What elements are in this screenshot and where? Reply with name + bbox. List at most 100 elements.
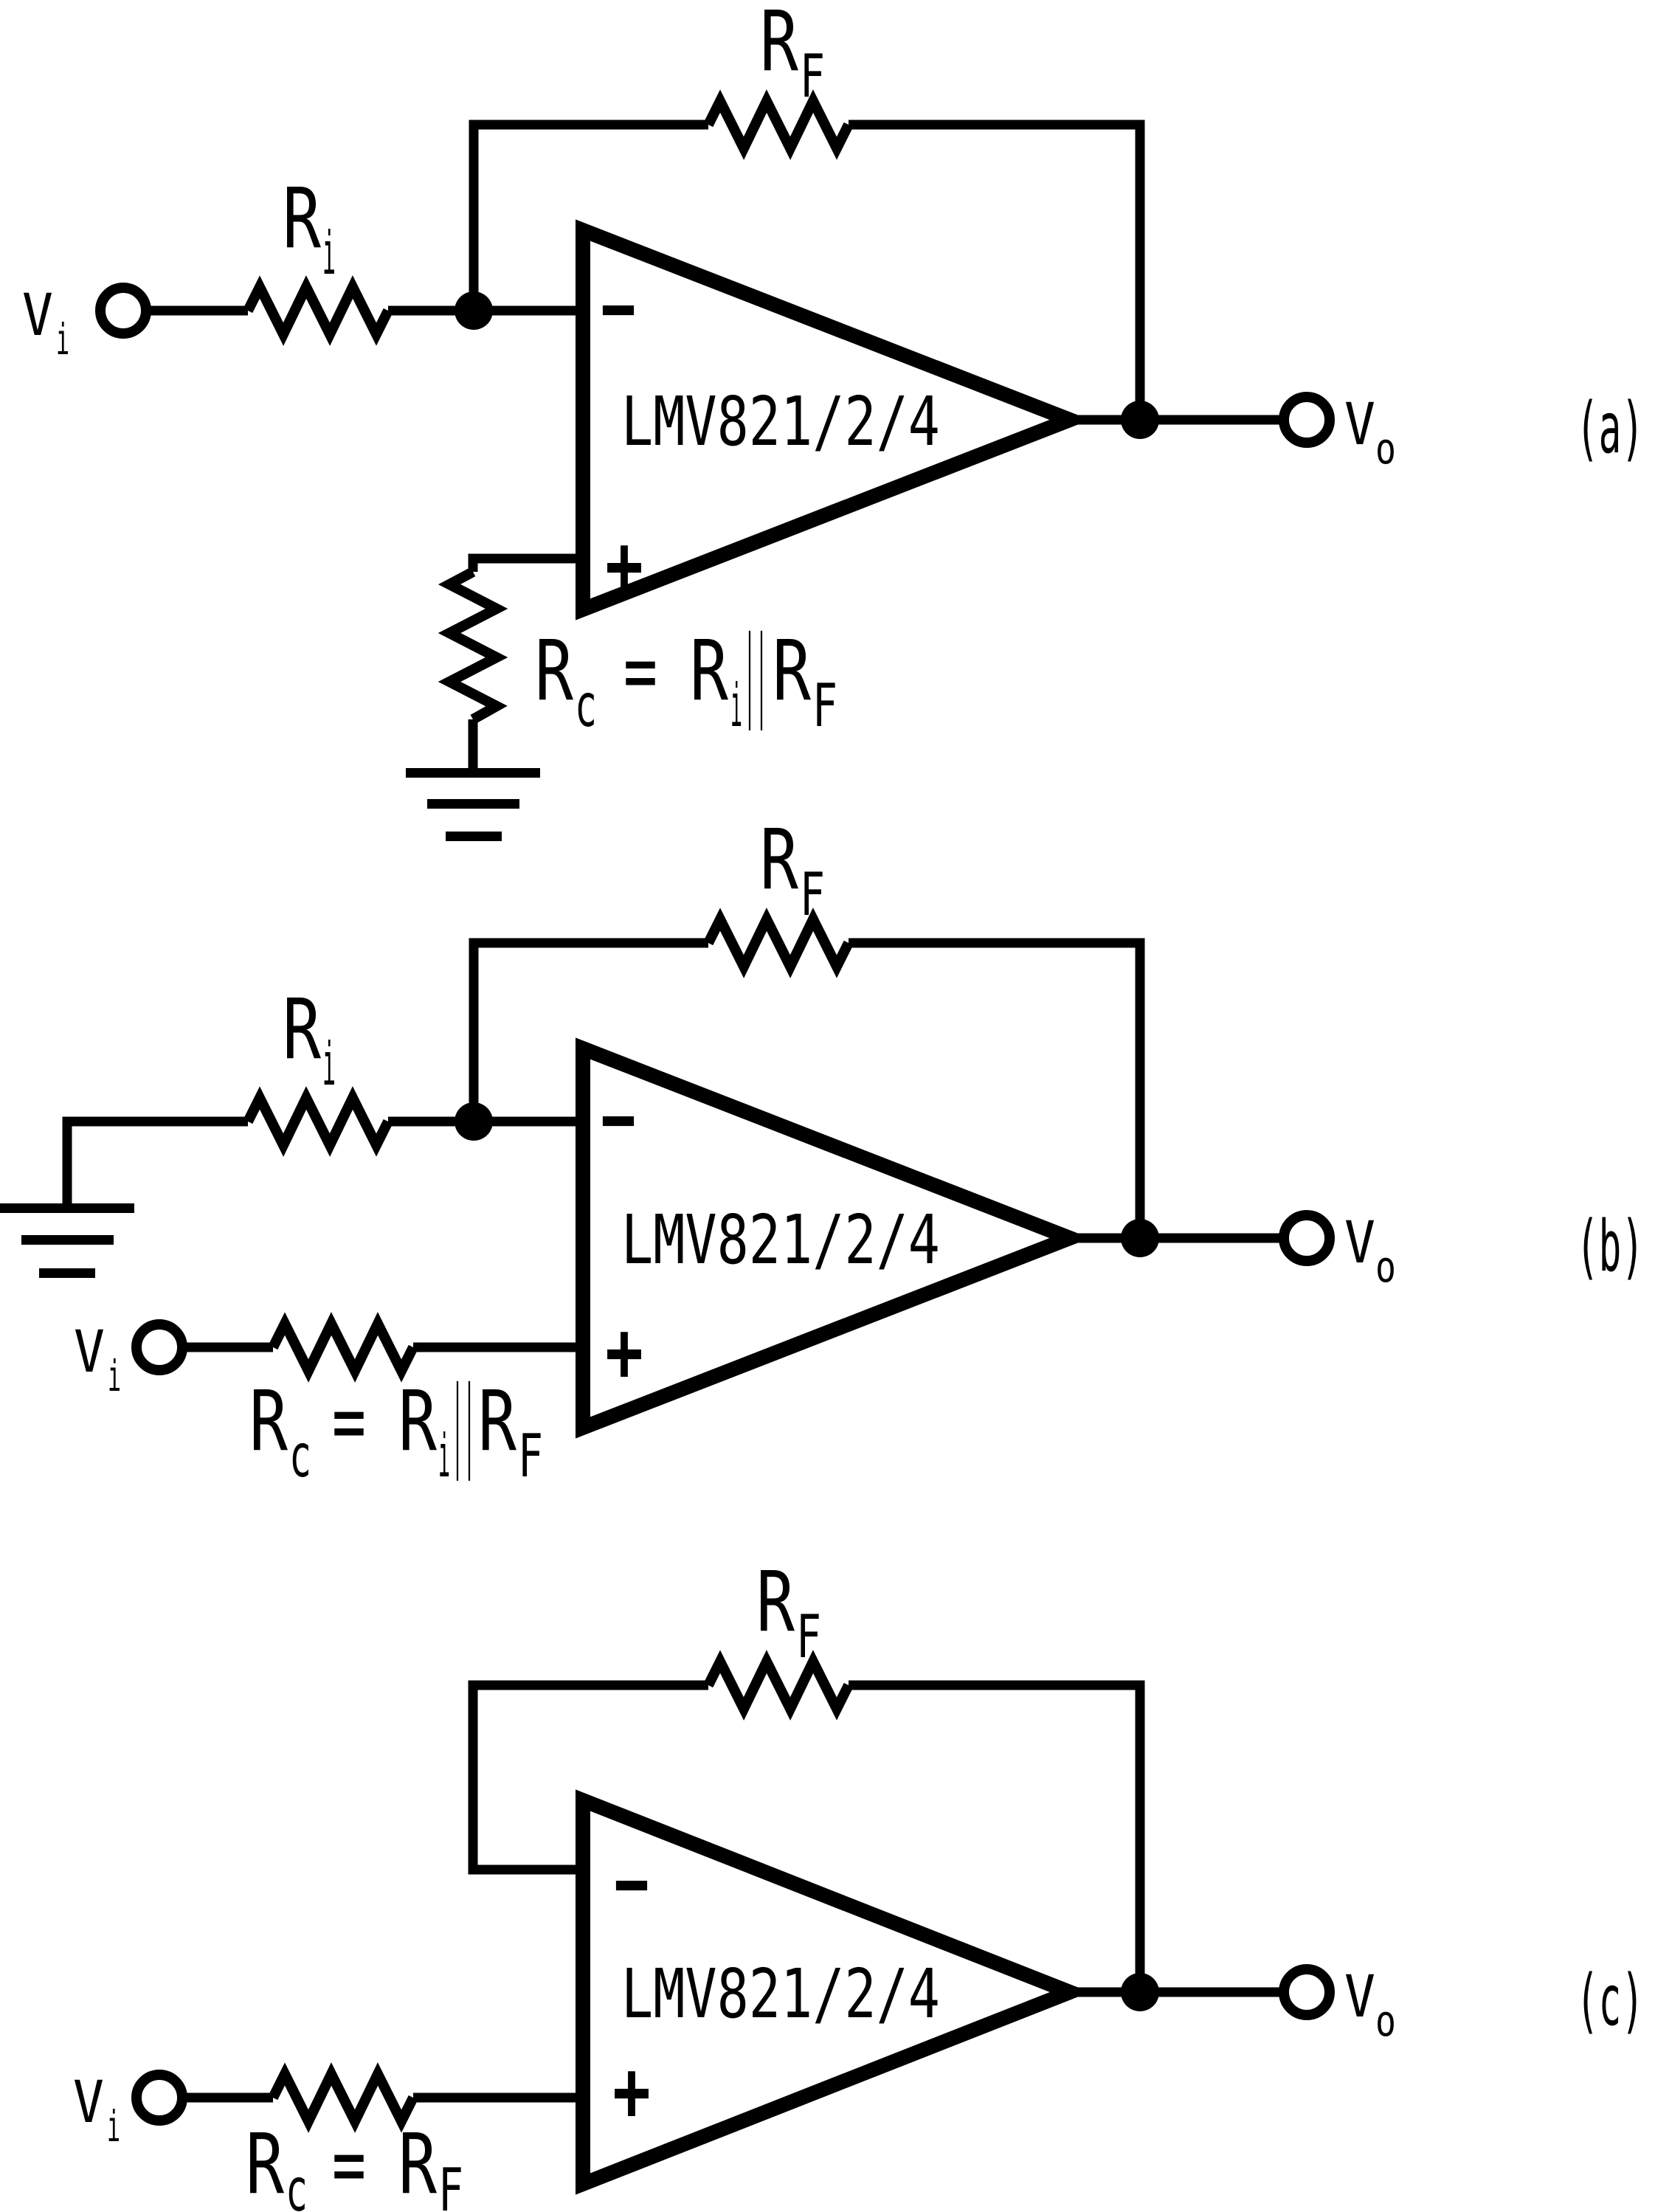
svg-text:R: R [246,2117,284,2212]
vin-label: V i [73,2070,120,2151]
svg-text:i: i [322,1030,336,1099]
ground-bar-2 [427,799,519,809]
output-node-dot [1121,1219,1159,1257]
svg-text:i: i [322,219,336,288]
rc-equation: R c = R i || R F [535,615,837,740]
circuit-c: − + LMV821/2/4 R F V i V o R c = R F (c) [73,1555,1644,2212]
parallel-operator: || [452,1365,475,1481]
wire-feedback-left [469,120,708,311]
parallel-operator: || [744,615,767,730]
ri-label: R i [283,982,336,1099]
vout-label: V o [1344,1210,1396,1292]
ground-bar-3 [446,832,502,841]
svg-text:R: R [535,623,573,719]
output-node-dot [1121,1973,1159,2011]
svg-text:R: R [398,1374,437,1470]
ground-bar-1 [406,768,540,778]
panel-tag-a: (a) [1576,388,1644,469]
svg-text:F: F [800,860,825,929]
svg-text:c: c [289,1422,311,1490]
wire-feedback-left [469,938,708,1121]
inverting-input-sign: − [601,260,635,355]
svg-text:R: R [773,623,811,719]
opamp-triangle [576,1037,1091,1439]
wire-plus-input [468,553,590,572]
svg-text:o: o [1375,1996,1396,2046]
circuit-a: − + LMV821/2/4 V i R i R F V o R c = R i [22,0,1644,841]
resistor-rc [268,2062,418,2133]
vout-label: V o [1344,392,1396,474]
svg-text:R: R [760,812,798,908]
svg-text:c: c [575,671,597,740]
svg-text:R: R [756,1555,795,1651]
svg-text:c: c [286,2156,308,2212]
svg-text:V: V [1344,1210,1375,1276]
panel-tag-c: (c) [1576,1960,1644,2042]
rc-equation: R c = R i || R F [249,1365,543,1490]
vout-label: V o [1344,1964,1396,2046]
noninverting-input-sign: + [613,2044,650,2138]
svg-text:F: F [796,1603,821,1671]
svg-text:R: R [690,623,728,719]
svg-text:o: o [1375,424,1396,474]
opamp-part-label: LMV821/2/4 [621,382,940,461]
svg-text:R: R [760,0,798,90]
resistor-rc [438,567,508,725]
rf-label: R F [756,1555,821,1671]
ground-symbol [406,768,540,841]
svg-text:F: F [518,1422,543,1490]
opamp-part-label: LMV821/2/4 [621,1954,940,2033]
svg-text:R: R [283,982,321,1078]
ri-label: R i [283,171,336,288]
inverting-input-sign: − [615,1836,649,1930]
resistor-rc [268,1312,418,1383]
wire-feedback-left [468,1680,708,1875]
svg-text:i: i [56,314,69,364]
svg-text:o: o [1375,1242,1396,1292]
resistor-ri [243,275,393,346]
wire-feedback-right [849,938,1145,1238]
noninverting-input-sign: + [606,518,643,612]
rf-label: R F [760,812,825,929]
svg-text:V: V [1344,392,1375,458]
circuit-b: − + LMV821/2/4 R i R F V i V o R c = R i [0,812,1644,1490]
opamp-part-label: LMV821/2/4 [621,1200,940,1279]
svg-text:F: F [812,671,837,740]
svg-text:V: V [74,1319,105,1386]
resistor-ri [243,1086,393,1157]
inverting-input-sign: − [601,1071,635,1166]
wire-ground-to-ri [62,1116,248,1203]
svg-text:=: = [623,623,657,719]
wire-feedback-right [849,1680,1145,1992]
ground-symbol [0,1203,134,1278]
svg-text:i: i [108,1351,121,1401]
ground-bar-2 [21,1235,114,1245]
vin-terminal [95,283,151,339]
svg-text:V: V [73,2070,104,2136]
vin-label: V i [74,1319,121,1401]
vin-terminal [131,2070,187,2126]
svg-text:=: = [332,2117,366,2212]
vout-terminal [1279,1964,1335,2020]
vin-terminal [131,1319,187,1375]
output-node-dot [1121,401,1159,439]
svg-text:i: i [107,2101,120,2151]
rc-equation: R c = R F [246,2117,463,2212]
svg-text:i: i [730,671,742,740]
svg-text:R: R [398,2117,437,2212]
ground-bar-3 [39,1268,95,1278]
opamp-triangle [576,1789,1091,2195]
svg-text:R: R [249,1374,288,1470]
svg-text:F: F [800,42,825,111]
resistor-rf [703,908,854,978]
noninverting-input-sign: + [606,1304,643,1399]
vout-terminal [1279,392,1335,448]
panel-tag-b: (b) [1576,1206,1644,1288]
ground-bar-1 [0,1203,134,1213]
svg-text:=: = [332,1374,366,1470]
svg-text:i: i [438,1422,450,1490]
resistor-rf [703,1650,854,1721]
svg-text:V: V [22,283,53,349]
svg-text:R: R [283,171,321,267]
